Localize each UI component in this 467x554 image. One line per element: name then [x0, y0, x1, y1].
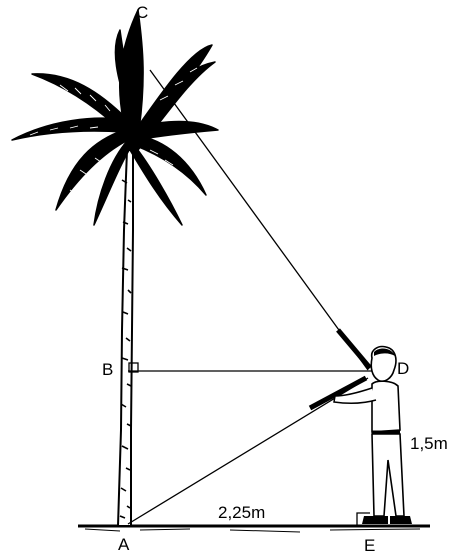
label-point-e: E: [364, 536, 375, 554]
label-point-d: D: [397, 359, 409, 378]
palm-trunk: [116, 149, 134, 527]
instrument-upper: [336, 328, 372, 370]
sight-lines: [127, 69, 388, 525]
label-point-a: A: [118, 535, 130, 554]
person-shoes: [362, 516, 412, 524]
frond-leaf-lines: [29, 67, 198, 195]
right-angle-markers: [128, 362, 370, 526]
palm-tree: [11, 9, 219, 527]
right-angle-b: [128, 362, 139, 373]
label-observer-height: 1,5m: [410, 434, 448, 453]
label-point-b: B: [102, 360, 113, 379]
label-distance-ae: 2,25m: [218, 503, 265, 522]
ground: [78, 524, 430, 533]
line-a-d: [127, 377, 369, 525]
palm-fronds: [11, 9, 219, 226]
instrument-lower: [308, 375, 368, 411]
label-point-c: C: [136, 3, 148, 22]
person-arm: [333, 387, 377, 405]
line-c-d: [149, 69, 369, 371]
observer-person: [308, 328, 412, 524]
person-legs: [371, 433, 405, 517]
person-torso: [371, 380, 401, 433]
person-head: [370, 345, 397, 383]
trunk-texture: [119, 179, 132, 519]
right-angle-e: [356, 512, 370, 526]
labels: C B D A E 1,5m 2,25m: [102, 3, 448, 554]
